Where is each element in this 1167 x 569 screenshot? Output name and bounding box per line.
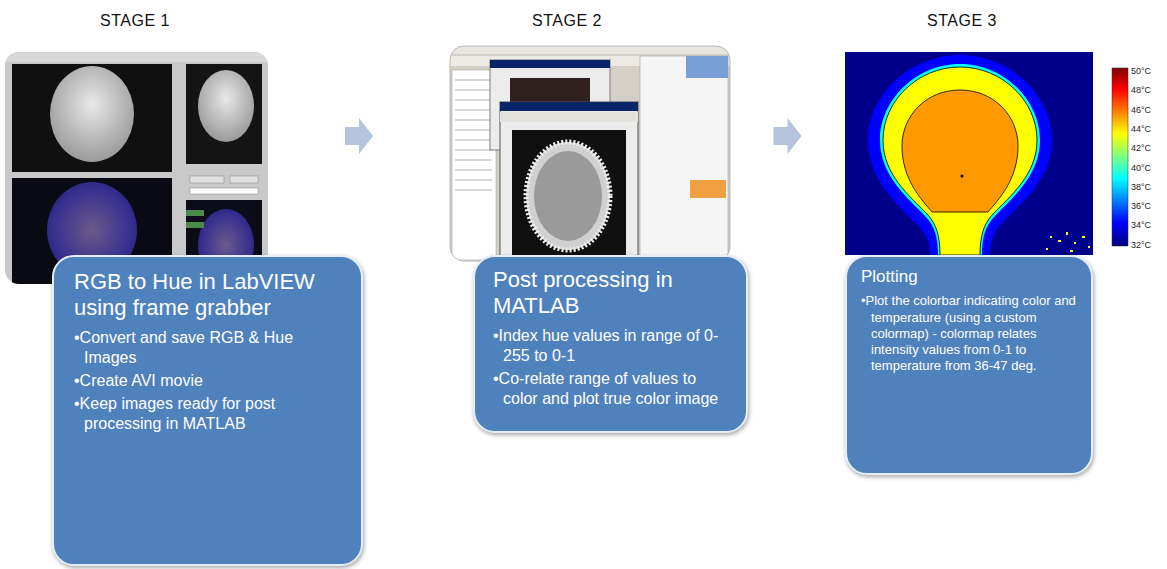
colorbar-tick-label: 50°C xyxy=(1131,66,1151,76)
colorbar-tick-label: 32°C xyxy=(1131,240,1151,250)
stage-arrow xyxy=(774,118,802,154)
colorbar-tick-label: 40°C xyxy=(1131,163,1151,173)
stage-arrow xyxy=(345,118,373,154)
colorbar-tick-label: 34°C xyxy=(1131,220,1151,230)
stage-heading: STAGE 1 xyxy=(100,12,170,30)
colorbar-tick-label: 44°C xyxy=(1131,124,1151,134)
stage-heading: STAGE 2 xyxy=(532,12,602,30)
box-title: RGB to Hue in LabVIEW using frame grabbe… xyxy=(74,269,347,322)
process-box: Post processing in MATLAB •Index hue valu… xyxy=(473,255,748,433)
thermal-image xyxy=(845,52,1128,255)
colorbar-tick-label: 48°C xyxy=(1131,85,1151,95)
bullet-text: •Co-relate range of values to color and … xyxy=(493,369,734,409)
colorbar-tick-label: 46°C xyxy=(1131,105,1151,115)
matlab-screenshot xyxy=(450,46,730,261)
colorbar-tick-label: 36°C xyxy=(1131,201,1151,211)
colorbar-tick-label: 38°C xyxy=(1131,182,1151,192)
bullet-text: •Create AVI movie xyxy=(74,371,347,391)
stage-heading: STAGE 3 xyxy=(927,12,997,30)
bullet-text: •Keep images ready for post processing i… xyxy=(74,394,347,434)
bullet-text: •Index hue values in range of 0-255 to 0… xyxy=(493,326,734,366)
process-box: Plotting •Plot the colorbar indicating co… xyxy=(845,255,1093,475)
process-box: RGB to Hue in LabVIEW using frame grabbe… xyxy=(52,255,363,566)
bullet-text: •Convert and save RGB & Hue Images xyxy=(74,328,347,368)
labview-screenshot xyxy=(5,52,268,284)
box-title: Post processing in MATLAB xyxy=(493,267,734,320)
box-title: Plotting xyxy=(861,267,1079,287)
bullet-text: •Plot the colorbar indicating color and … xyxy=(861,293,1079,374)
colorbar-tick-label: 42°C xyxy=(1131,143,1151,153)
